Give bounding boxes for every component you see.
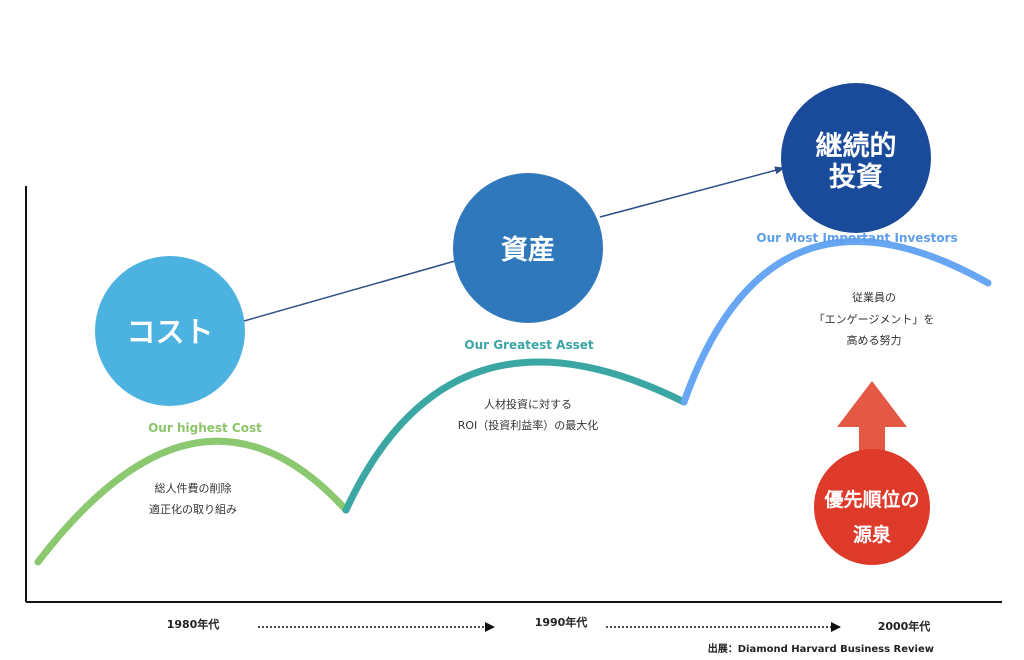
stage-description: 適正化の取り組み <box>149 502 237 516</box>
stage-circle-label: 資産 <box>501 234 555 266</box>
timeline-label-1990: 1990年代 <box>535 615 588 629</box>
connector-line-1 <box>243 260 456 322</box>
source-credit: 出展：Diamond Harvard Business Review <box>708 642 934 655</box>
stage-description: 従業員の <box>852 291 896 304</box>
stage-circle-label: 投資 <box>829 162 883 193</box>
curve-stage-1 <box>34 437 350 566</box>
stage-description: ROI（投資利益率）の最大化 <box>458 418 599 432</box>
connector-line-2 <box>599 166 785 218</box>
stage-circle-label: 継続的 <box>816 130 897 162</box>
up-arrow-icon <box>837 381 907 460</box>
stage-circle-investment <box>781 83 931 233</box>
priority-badge-label: 優先順位の <box>823 488 919 511</box>
stage-circle-label: コスト <box>126 315 213 349</box>
stage-circle-asset <box>453 173 603 323</box>
priority-badge <box>814 449 930 565</box>
timeline-label-2000: 2000年代 <box>878 619 931 633</box>
stage-description: 総人件費の削除 <box>155 481 232 495</box>
curve-stage-3 <box>680 238 992 406</box>
stage-description: 高める努力 <box>847 333 902 347</box>
timeline-label-1980: 1980年代 <box>167 617 220 631</box>
priority-badge-label: 源泉 <box>853 523 892 546</box>
stage-description: 「エンゲージメント」を <box>814 313 935 326</box>
stage-description: 人材投資に対する <box>484 397 572 411</box>
stage-circle-cost <box>95 256 245 406</box>
stage-subtitle: Our Greatest Asset <box>464 338 593 352</box>
stage-subtitle: Our Most Important Investors <box>756 231 957 245</box>
curve-stage-2 <box>342 358 688 514</box>
stage-subtitle: Our highest Cost <box>148 421 262 435</box>
